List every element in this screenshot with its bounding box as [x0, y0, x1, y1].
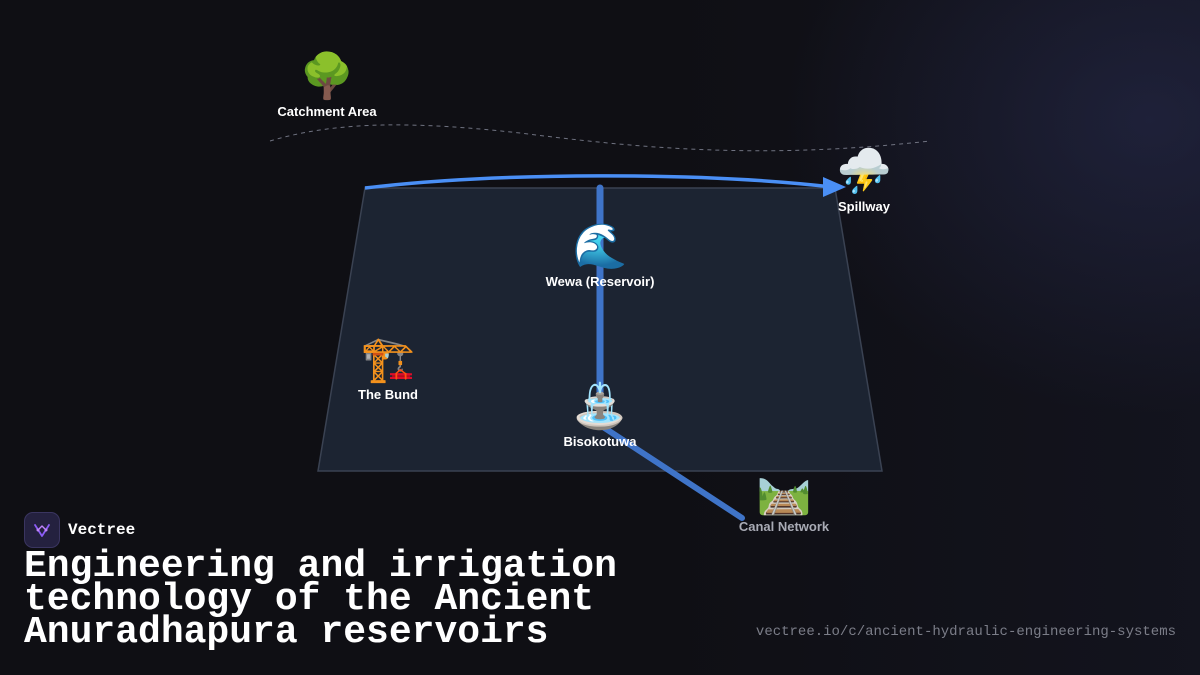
overflow-arrow [364, 174, 834, 192]
tree-icon: 🌳 [299, 51, 355, 102]
fountain-icon: ⛲ [572, 381, 628, 432]
page-title: Engineering and irrigation technology of… [24, 545, 617, 654]
vectree-logo-icon [24, 512, 60, 548]
canal-network-node: 🛤️ Canal Network [738, 466, 830, 535]
brand-name: Vectree [68, 521, 136, 539]
construction-crane-icon: 🏗️ [360, 334, 416, 385]
catchment-area-label: Catchment Area [277, 104, 377, 119]
source-url: vectree.io/c/ancient-hydraulic-engineeri… [755, 624, 1176, 640]
reservoir-node: 🌊 Wewa (Reservoir) [545, 221, 655, 290]
railway-track-icon: 🛤️ [756, 466, 812, 517]
storm-cloud-icon: ⛈️ [836, 146, 892, 197]
brand: Vectree [24, 512, 135, 548]
reservoir-label: Wewa (Reservoir) [545, 274, 655, 289]
bund-node: 🏗️ The Bund [358, 334, 418, 403]
spillway-node: ⛈️ Spillway [836, 146, 892, 215]
water-wave-icon: 🌊 [572, 221, 628, 272]
bisokotuwa-label: Bisokotuwa [563, 434, 637, 449]
canal-network-label: Canal Network [738, 519, 830, 534]
bund-label: The Bund [358, 387, 418, 402]
spillway-label: Spillway [837, 199, 891, 214]
bisokotuwa-to-canal-connector [597, 422, 745, 521]
bisokotuwa-node: ⛲ Bisokotuwa [563, 381, 637, 450]
catchment-area-node: 🌳 Catchment Area [277, 51, 377, 120]
overflow-arrowhead [823, 177, 846, 197]
catchment-boundary-line [269, 124, 931, 152]
